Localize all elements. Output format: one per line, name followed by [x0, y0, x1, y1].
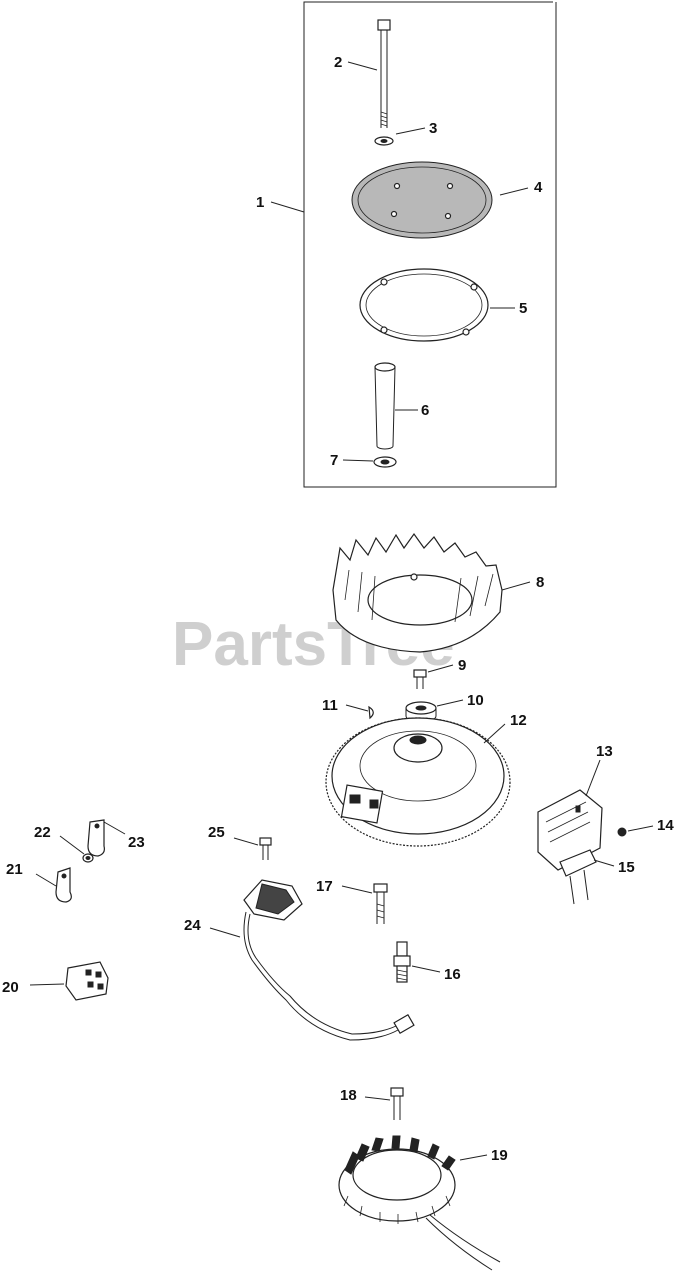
callout-14[interactable]: 14	[657, 817, 674, 834]
part-23-clamp[interactable]	[87, 819, 105, 857]
callout-11[interactable]: 11	[322, 697, 338, 714]
part-11-key[interactable]	[368, 705, 374, 720]
part-4-screen[interactable]	[351, 161, 493, 239]
part-21-clamp[interactable]	[55, 867, 72, 903]
callout-19[interactable]: 19	[491, 1147, 508, 1164]
callout-9[interactable]: 9	[458, 657, 466, 674]
callout-15[interactable]: 15	[618, 859, 635, 876]
part-8-blower-fan[interactable]	[332, 532, 503, 653]
callout-3[interactable]: 3	[429, 120, 437, 137]
callout-21[interactable]: 21	[6, 861, 23, 878]
callout-20[interactable]: 20	[2, 979, 19, 996]
part-7-washer[interactable]	[373, 456, 397, 468]
callout-12[interactable]: 12	[510, 712, 527, 729]
part-12-flywheel[interactable]	[325, 717, 511, 847]
part-5-gasket-ring[interactable]	[359, 268, 489, 342]
callout-7[interactable]: 7	[330, 452, 338, 469]
callout-22[interactable]: 22	[34, 824, 51, 841]
callout-25[interactable]: 25	[208, 824, 225, 841]
part-10-spacer[interactable]	[405, 701, 437, 723]
callout-24[interactable]: 24	[184, 917, 201, 934]
callout-23[interactable]: 23	[128, 834, 145, 851]
part-22-nut[interactable]	[82, 853, 94, 863]
part-3-washer[interactable]	[374, 136, 394, 146]
part-9-bolt[interactable]	[413, 669, 427, 689]
part-19-stator[interactable]	[338, 1135, 501, 1271]
part-13-regulator[interactable]	[537, 789, 603, 871]
callout-17[interactable]: 17	[316, 878, 333, 895]
callout-8[interactable]: 8	[536, 574, 544, 591]
part-17-bolt[interactable]	[373, 883, 388, 924]
part-16-spark-plug[interactable]	[393, 941, 411, 983]
part-6-spacer-tube[interactable]	[374, 362, 396, 450]
callout-2[interactable]: 2	[334, 54, 342, 71]
part-15-connector[interactable]	[559, 849, 597, 905]
callout-10[interactable]: 10	[467, 692, 484, 709]
callout-13[interactable]: 13	[596, 743, 613, 760]
part-25-screw[interactable]	[259, 837, 272, 860]
callout-4[interactable]: 4	[534, 179, 543, 196]
part-2-bolt[interactable]	[377, 19, 391, 128]
callout-16[interactable]: 16	[444, 966, 461, 983]
callout-5[interactable]: 5	[519, 300, 527, 317]
part-18-bolt[interactable]	[390, 1087, 404, 1120]
leader-lines	[29, 61, 654, 1161]
kit-box-outline	[303, 1, 557, 488]
part-24-ignition-module[interactable]	[243, 879, 415, 1041]
callout-18[interactable]: 18	[340, 1087, 357, 1104]
part-20-connector-block[interactable]	[65, 961, 109, 1001]
part-14-screw[interactable]	[617, 827, 627, 837]
callout-6[interactable]: 6	[421, 402, 429, 419]
callout-1[interactable]: 1	[256, 194, 264, 211]
